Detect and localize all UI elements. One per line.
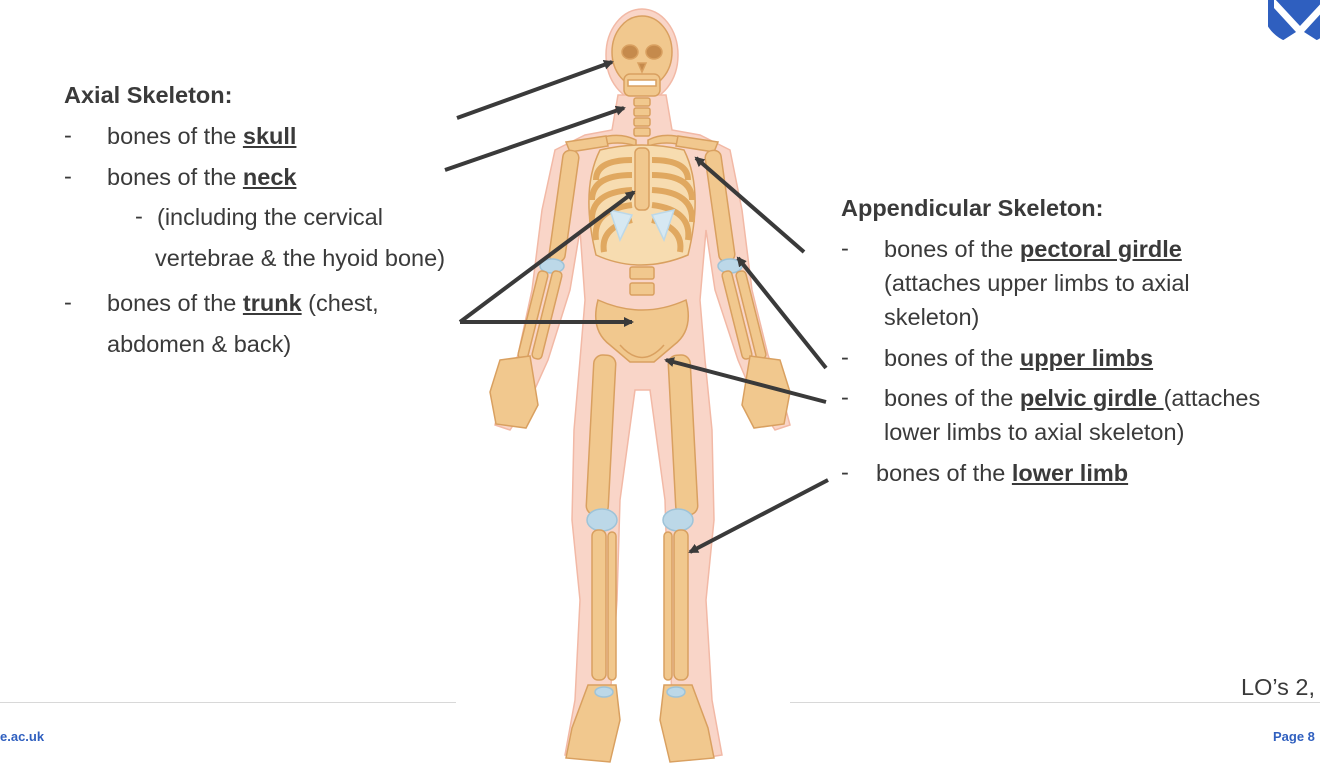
appendicular-item-lower-limb: bones of the lower limb [876,459,1128,487]
bullet-dash: - [841,344,849,371]
appendicular-item-upper-limbs: bones of the upper limbs [884,344,1153,372]
axial-subitem-line2: vertebrae & the hyoid bone) [155,244,445,272]
appendicular-item-pelvic-line2: lower limbs to axial skeleton) [884,418,1184,446]
bullet-dash: - [64,289,72,316]
sub-bullet-dash: - [135,203,143,230]
item-prefix: bones of the [884,385,1020,411]
item-prefix: bones of the [884,236,1020,262]
item-prefix: bones of the [107,164,243,190]
keyword-trunk: trunk [243,290,302,316]
appendicular-item-pectoral-line3: skeleton) [884,303,979,331]
appendicular-item-pelvic: bones of the pelvic girdle (attaches [884,384,1260,412]
footer-divider-left [0,702,456,703]
item-prefix: bones of the [876,460,1012,486]
keyword-lower-limb: lower limb [1012,460,1128,486]
learning-outcomes-label: LO’s 2, [1241,674,1315,701]
axial-item-trunk: bones of the trunk (chest, [107,289,379,317]
item-suffix: (attaches [1164,385,1261,411]
footer-website-link[interactable]: e.ac.uk [0,729,44,744]
bullet-dash: - [841,384,849,411]
appendicular-item-pectoral: bones of the pectoral girdle [884,235,1182,263]
bullet-dash: - [841,235,849,262]
keyword-pectoral-girdle: pectoral girdle [1020,236,1182,262]
keyword-pelvic-girdle: pelvic girdle [1020,385,1164,411]
page-number: Page 8 [1273,729,1315,744]
keyword-upper-limbs: upper limbs [1020,345,1153,371]
item-prefix: bones of the [884,345,1020,371]
bullet-dash: - [64,122,72,149]
bullet-dash: - [64,163,72,190]
item-prefix: bones of the [107,290,243,316]
appendicular-item-pectoral-line2: (attaches upper limbs to axial [884,269,1190,297]
footer-divider-right [790,702,1320,703]
keyword-skull: skull [243,123,297,149]
axial-item-trunk-line2: abdomen & back) [107,330,291,358]
arrow-skull [457,62,612,118]
axial-item-skull: bones of the skull [107,122,296,150]
axial-heading: Axial Skeleton: [64,81,232,109]
item-suffix: (chest, [302,290,379,316]
bullet-dash: - [841,459,849,486]
axial-item-neck: bones of the neck [107,163,296,191]
logo-shield-icon [1268,0,1320,50]
keyword-neck: neck [243,164,297,190]
item-prefix: bones of the [107,123,243,149]
axial-subitem-line1: (including the cervical [157,203,383,231]
appendicular-heading: Appendicular Skeleton: [841,194,1103,222]
